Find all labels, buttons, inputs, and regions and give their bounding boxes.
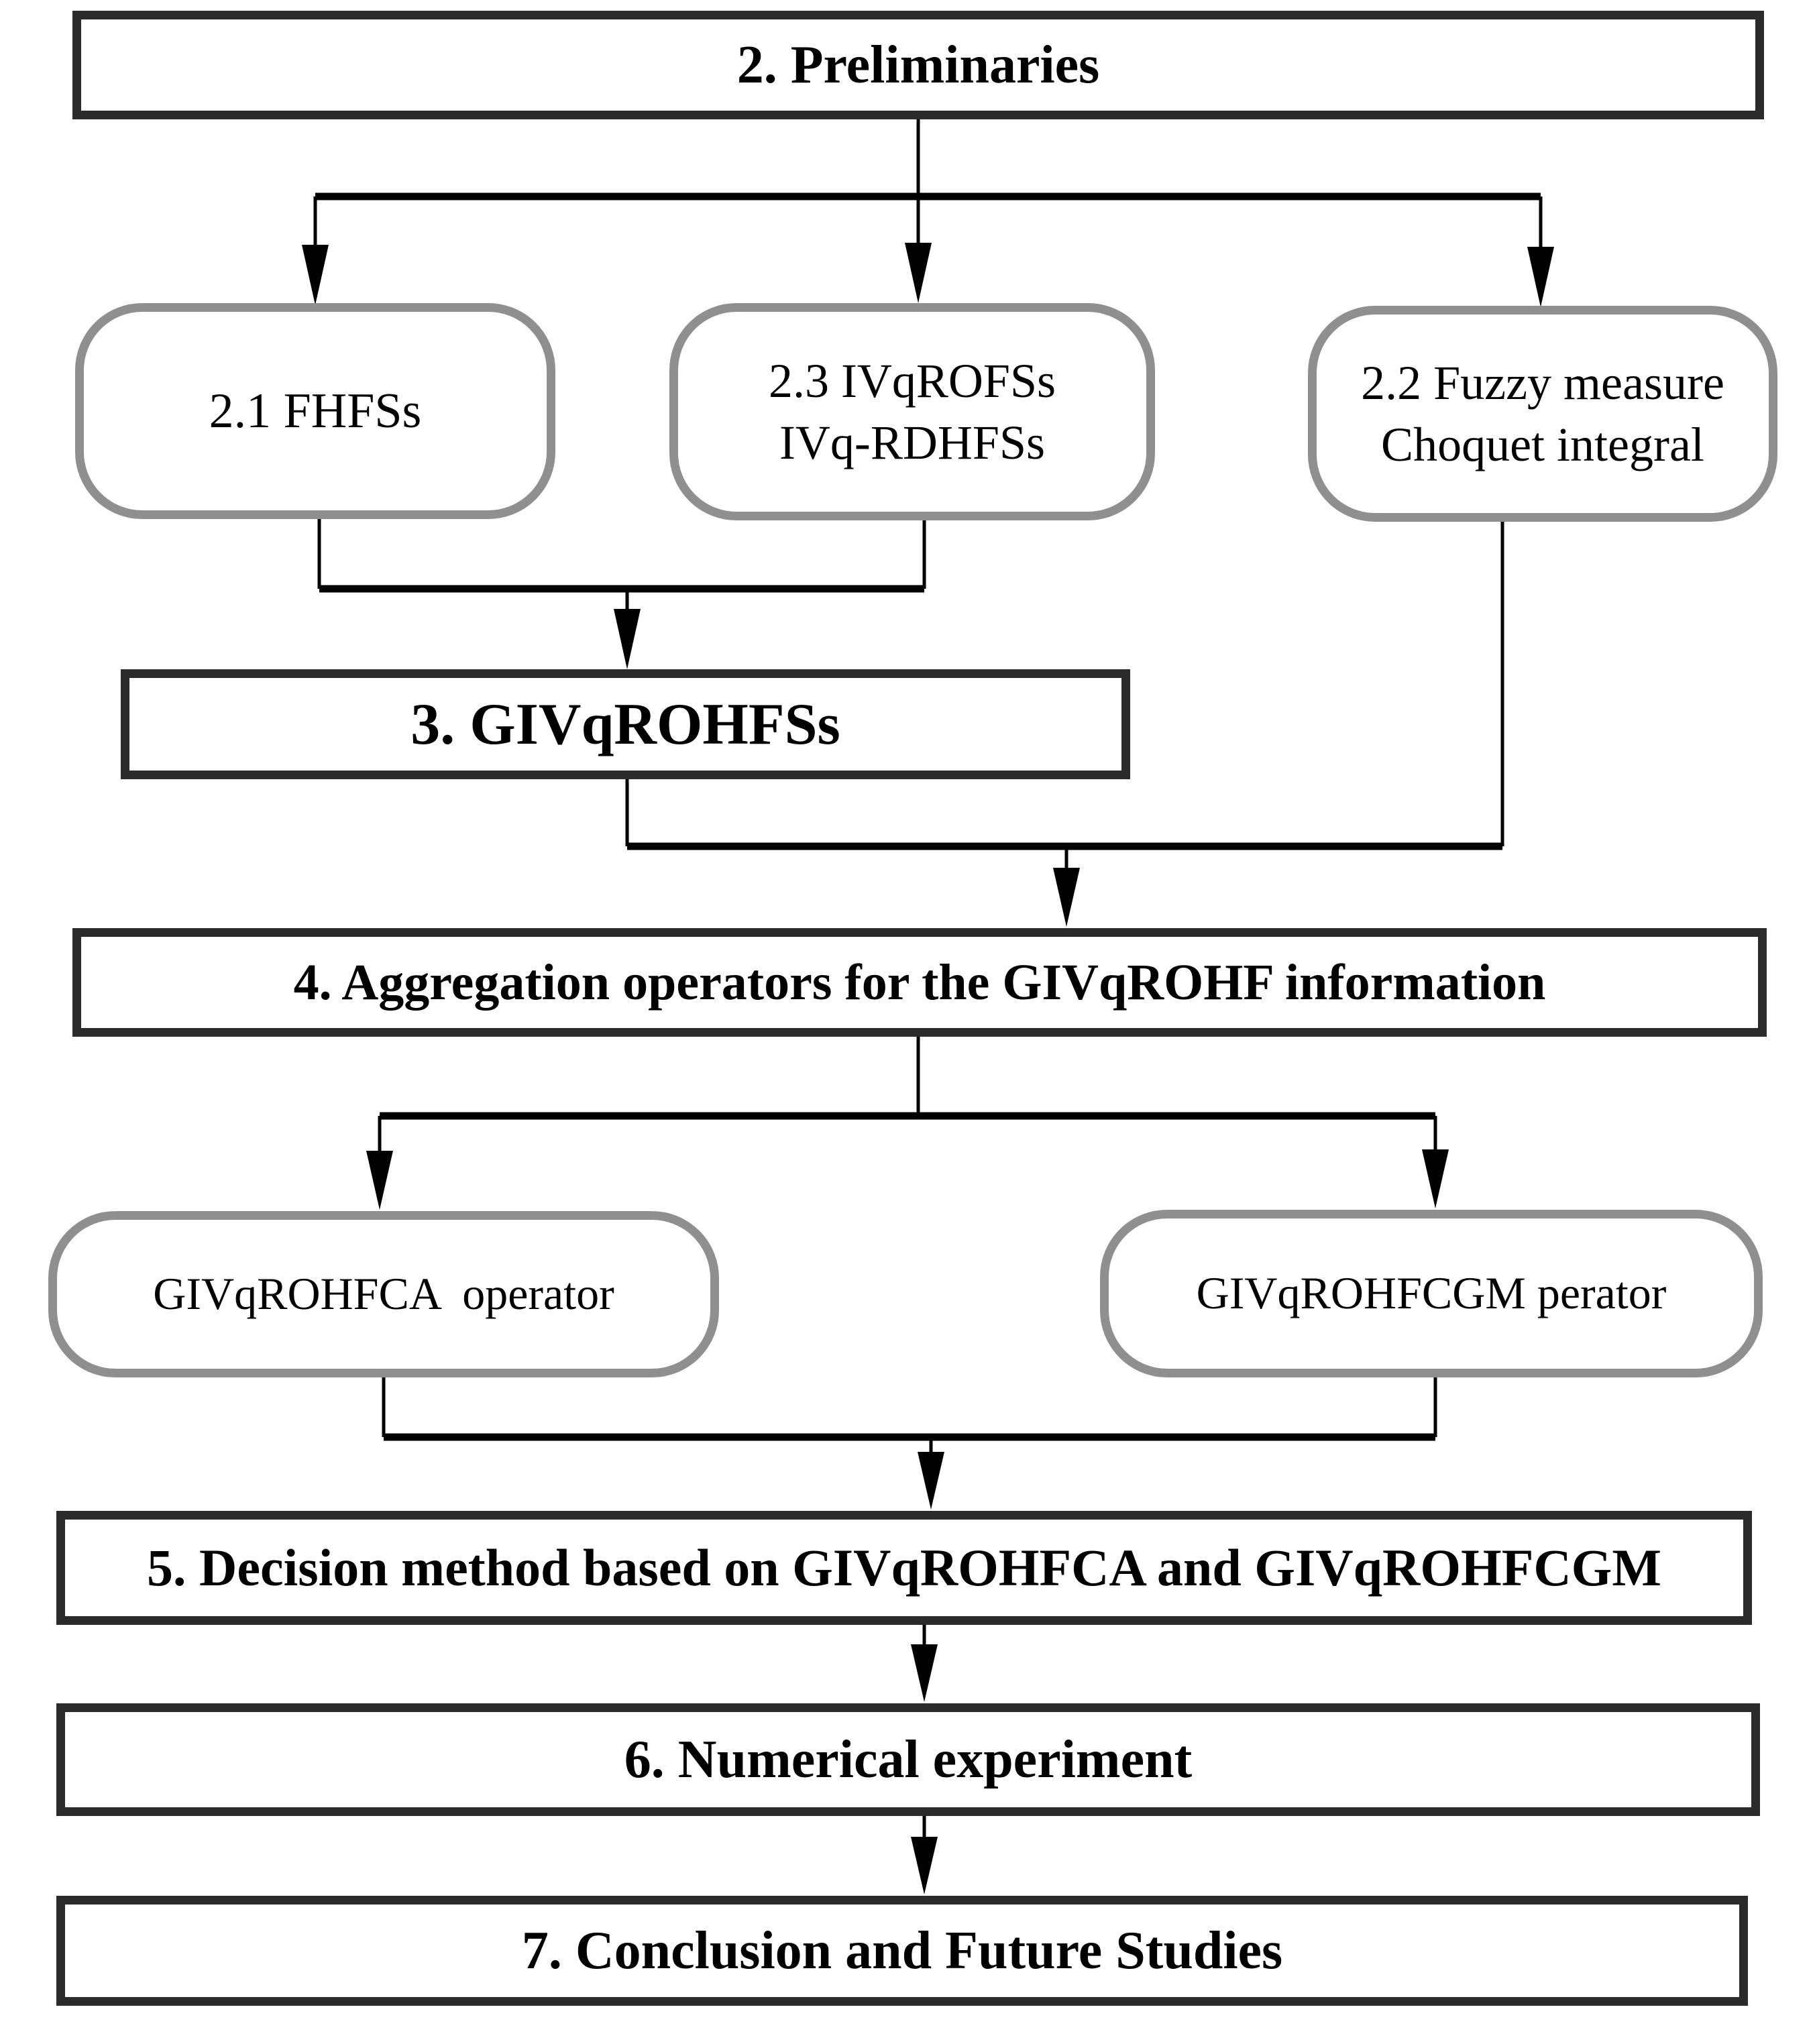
arrowhead-to-ivqrofss: [905, 243, 932, 303]
edge-to-givqrohfss: [317, 519, 926, 669]
node-ca-operator: GIVqROHFCA operator: [48, 1211, 719, 1377]
arrowhead-to-fhfss: [302, 245, 329, 305]
node-numerical-label: 6. Numerical experiment: [624, 1729, 1193, 1789]
node-givqrohfss-label: 3. GIVqROHFSs: [410, 691, 840, 757]
node-preliminaries-label: 2. Preliminaries: [736, 35, 1100, 95]
arrowhead-to-fuzzy-measure: [1527, 247, 1554, 307]
arrowhead-to-aggregation: [1053, 868, 1080, 927]
node-ivqrofss-label-line1: 2.3 IVqROFSs: [768, 353, 1056, 408]
node-fuzzy-measure-label-line1: 2.2 Fuzzy measure: [1361, 355, 1724, 410]
node-cgm-operator-label: GIVqROHFCGM perator: [1196, 1267, 1667, 1319]
node-fhfss-label: 2.1 FHFSs: [209, 383, 422, 439]
node-decision-label: 5. Decision method based on GIVqROHFCA a…: [147, 1538, 1661, 1597]
arrowhead-to-ca-operator: [366, 1151, 393, 1210]
node-conclusion: 7. Conclusion and Future Studies: [56, 1896, 1748, 2006]
node-ca-operator-label: GIVqROHFCA operator: [153, 1268, 614, 1320]
edge-to-conclusion: [911, 1815, 938, 1894]
node-aggregation-label: 4. Aggregation operators for the GIVqROH…: [293, 954, 1546, 1011]
arrowhead-to-cgm-operator: [1422, 1149, 1449, 1208]
arrowhead-to-numerical: [911, 1644, 938, 1702]
edge-to-aggregation: [625, 520, 1504, 927]
edge-preliminaries-branch: [302, 118, 1554, 307]
node-fhfss: 2.1 FHFSs: [75, 303, 555, 519]
node-fuzzy-measure-label-line2: Choquet integral: [1381, 418, 1704, 471]
arrowhead-to-givqrohfss: [614, 609, 641, 669]
node-conclusion-label: 7. Conclusion and Future Studies: [521, 1921, 1283, 1980]
node-ivqrofss: 2.3 IVqROFSs IVq-RDHFSs: [669, 303, 1155, 520]
node-givqrohfss: 3. GIVqROHFSs: [121, 669, 1130, 779]
node-ivqrofss-label-line2: IVq-RDHFSs: [779, 416, 1046, 469]
edge-aggregation-branch: [366, 1037, 1449, 1210]
node-numerical: 6. Numerical experiment: [56, 1703, 1760, 1816]
arrowhead-to-conclusion: [911, 1837, 938, 1894]
edge-to-numerical: [911, 1624, 938, 1702]
edge-to-decision: [382, 1377, 1437, 1510]
node-fuzzy-measure: 2.2 Fuzzy measure Choquet integral: [1308, 306, 1777, 522]
node-preliminaries: 2. Preliminaries: [72, 11, 1764, 119]
node-decision: 5. Decision method based on GIVqROHFCA a…: [56, 1511, 1752, 1625]
node-cgm-operator: GIVqROHFCGM perator: [1100, 1210, 1763, 1377]
node-aggregation: 4. Aggregation operators for the GIVqROH…: [72, 928, 1767, 1037]
arrowhead-to-decision: [918, 1452, 944, 1510]
